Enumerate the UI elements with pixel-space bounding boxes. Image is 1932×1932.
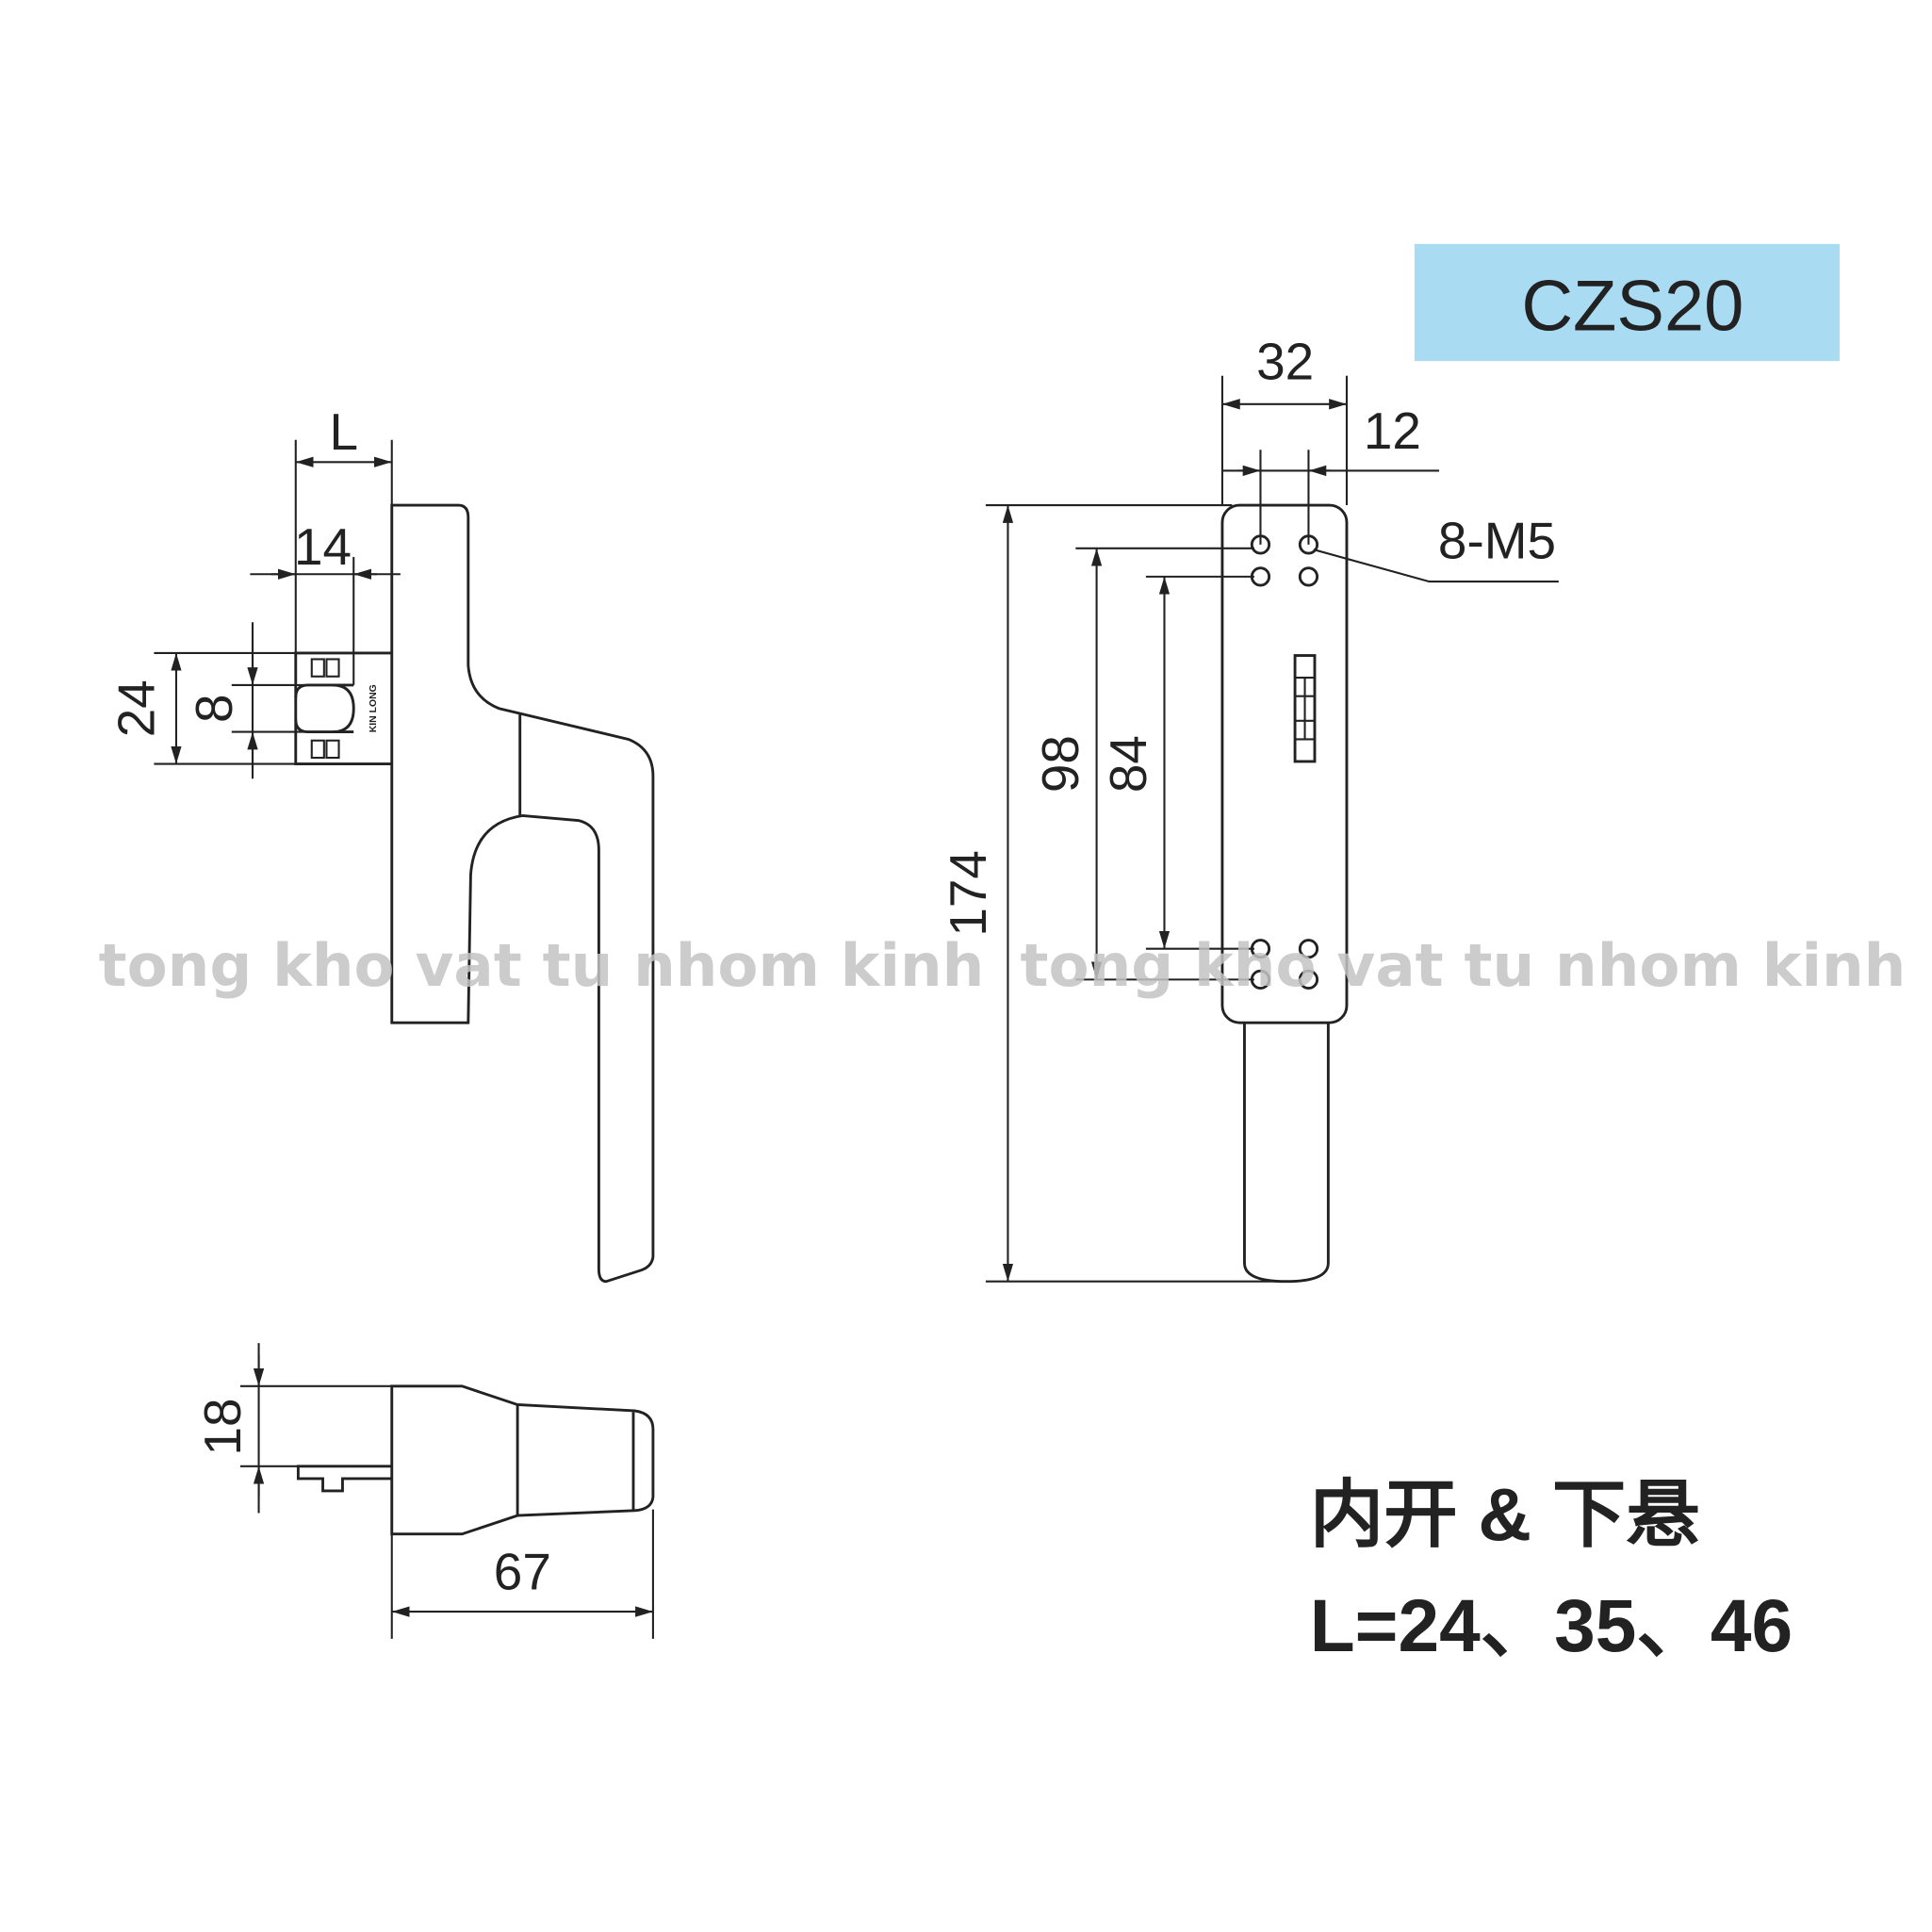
front-view: 32 12 8-M5 174 98 84 xyxy=(939,333,1559,1284)
bottom-view: 18 67 xyxy=(193,1343,655,1639)
hole-callout: 8-M5 xyxy=(1438,511,1556,569)
dim-8: 8 xyxy=(185,694,243,723)
handle-lever-front xyxy=(1243,1023,1330,1284)
model-name: CZS20 xyxy=(1521,266,1744,346)
brand-mark: KIN LONG xyxy=(368,684,379,732)
side-view: KIN LONG L 14 24 8 xyxy=(106,402,655,1284)
opening-type-note: 内开 & 下悬 xyxy=(1310,1473,1700,1556)
dim-32: 32 xyxy=(1256,333,1314,391)
model-badge: CZS20 xyxy=(1414,243,1840,362)
brand-logo-icon xyxy=(1293,654,1317,763)
dim-14: 14 xyxy=(294,517,352,576)
dim-98: 98 xyxy=(1031,735,1089,793)
dim-12: 12 xyxy=(1364,401,1421,460)
watermark-left: tong kho vat tu nhom kinh xyxy=(99,931,985,1000)
dim-24: 24 xyxy=(106,679,165,737)
base-plate xyxy=(1220,503,1349,1024)
dim-174: 174 xyxy=(939,850,997,937)
dim-18: 18 xyxy=(193,1398,252,1455)
dim-67: 67 xyxy=(494,1543,551,1601)
handle-bottom-outline xyxy=(390,1384,655,1536)
dim-84: 84 xyxy=(1099,735,1157,793)
dim-L: L xyxy=(329,402,358,461)
length-options-note: L=24、35、46 xyxy=(1310,1584,1793,1667)
spindle-side: KIN LONG xyxy=(294,651,392,766)
handle-side-outline xyxy=(390,503,655,1284)
watermark-right: tong kho vat tu nhom kinh xyxy=(1021,931,1907,1000)
